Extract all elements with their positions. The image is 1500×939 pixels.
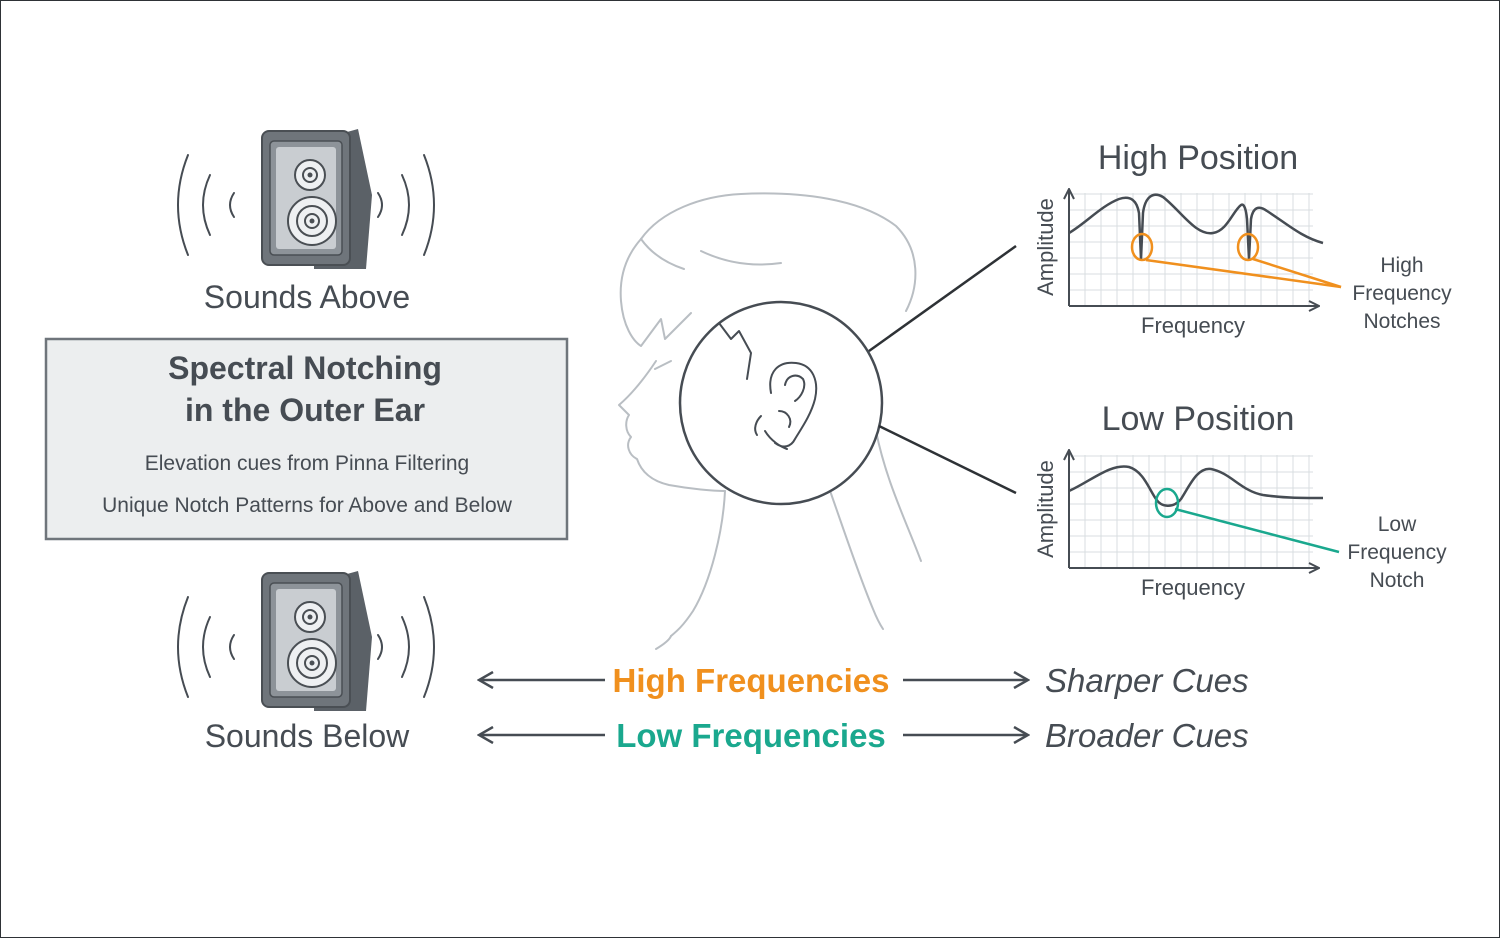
speaker-icon xyxy=(261,128,373,270)
high-note-line3: Notches xyxy=(1363,310,1440,333)
low-position-graph: Low Position Amplitude Frequency Low Fre… xyxy=(1033,400,1447,600)
ear-icon xyxy=(718,322,818,450)
head-profile-icon xyxy=(618,192,922,650)
low-notch-marker xyxy=(1154,487,1180,519)
low-notch-pointer xyxy=(1174,507,1340,554)
sharper-cues-label: Sharper Cues xyxy=(1045,662,1249,699)
speaker-icon xyxy=(261,570,373,712)
low-y-label: Amplitude xyxy=(1033,460,1058,558)
high-notch-pointer-1 xyxy=(1145,258,1342,289)
info-box-subtitle2: Unique Notch Patterns for Above and Belo… xyxy=(102,494,513,517)
high-position-graph: High Position Amplitude Frequency High F… xyxy=(1033,139,1452,338)
high-graph-grid xyxy=(1069,193,1313,306)
high-note-line1: High xyxy=(1380,254,1423,277)
low-position-title: Low Position xyxy=(1102,400,1295,438)
high-notch-pointer-2 xyxy=(1252,257,1342,289)
high-notch-marker-1 xyxy=(1130,232,1154,262)
low-frequencies-label: Low Frequencies xyxy=(616,717,886,754)
high-graph-curve xyxy=(1068,193,1324,260)
info-box: Spectral Notching in the Outer Ear Eleva… xyxy=(44,337,569,541)
sounds-below-label: Sounds Below xyxy=(205,718,410,754)
high-frequencies-label: High Frequencies xyxy=(613,662,890,699)
legend-low-row: Low Frequencies Broader Cues xyxy=(479,717,1249,754)
info-box-title-line1: Spectral Notching xyxy=(168,350,442,386)
speaker-above: Sounds Above xyxy=(177,128,435,315)
high-x-label: Frequency xyxy=(1141,313,1245,338)
high-position-title: High Position xyxy=(1098,139,1298,177)
broader-cues-label: Broader Cues xyxy=(1045,717,1249,754)
ear-zoom xyxy=(678,244,1017,506)
low-note-line1: Low xyxy=(1378,513,1417,536)
info-box-title-line2: in the Outer Ear xyxy=(185,392,425,428)
speaker-below: Sounds Below xyxy=(177,570,435,754)
sounds-above-label: Sounds Above xyxy=(204,279,410,315)
low-note-line2: Frequency xyxy=(1347,541,1447,564)
legend-high-row: High Frequencies Sharper Cues xyxy=(479,662,1249,699)
low-graph-curve xyxy=(1068,465,1324,507)
info-box-subtitle1: Elevation cues from Pinna Filtering xyxy=(145,452,470,475)
low-graph-grid xyxy=(1069,455,1313,568)
high-note-line2: Frequency xyxy=(1352,282,1452,305)
high-notch-marker-2 xyxy=(1236,232,1260,262)
low-x-label: Frequency xyxy=(1141,575,1245,600)
low-note-line3: Notch xyxy=(1370,569,1425,592)
high-y-label: Amplitude xyxy=(1033,198,1058,296)
